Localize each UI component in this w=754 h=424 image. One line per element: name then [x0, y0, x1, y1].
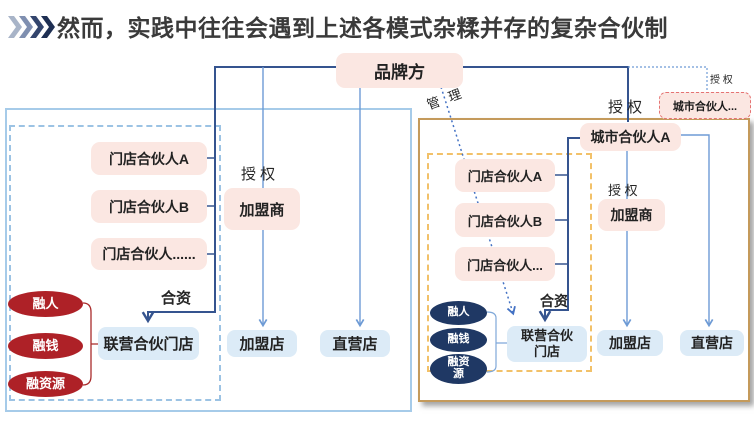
- left-franchise-store-box: 加盟店: [227, 330, 297, 357]
- page-title: 然而，实践中往往会遇到上述各模式杂糅并存的复杂合伙制: [57, 15, 668, 41]
- title-row: 然而，实践中往往会遇到上述各模式杂糅并存的复杂合伙制: [0, 8, 754, 44]
- right-store-partner-b-box: 门店合伙人B: [455, 203, 555, 237]
- authorize-top-right-label: 授 权: [608, 99, 643, 116]
- left-fusion-people-ellipse: 融人: [8, 291, 83, 317]
- right-franchisor-box: 加盟商: [598, 199, 665, 231]
- dark-connectors: [141, 66, 629, 324]
- right-joint-store-box: 联营合伙门店: [507, 326, 587, 362]
- stub-connectors: [207, 157, 567, 265]
- right-direct-store-box: 直营店: [680, 330, 744, 356]
- right-franchise-store-box: 加盟店: [597, 330, 663, 356]
- left-franchisor-box: 加盟商: [224, 188, 300, 230]
- authorize-right-label: 授 权: [608, 183, 638, 198]
- left-fusion-bracket: [82, 302, 98, 386]
- authorize-left-label: 授 权: [241, 166, 276, 183]
- left-fusion-money-ellipse: 融钱: [8, 333, 83, 359]
- right-fusion-resources-ellipse: 融资源: [430, 354, 487, 384]
- left-store-partner-etc-box: 门店合伙人......: [91, 238, 207, 270]
- left-store-partner-frame: [9, 125, 221, 401]
- left-joint-store-box: 联营合伙门店: [98, 327, 199, 360]
- right-store-partner-a-box: 门店合伙人A: [455, 159, 555, 192]
- authorize-city-more-label: 授 权: [710, 75, 733, 86]
- light-connectors: [258, 67, 714, 328]
- right-store-partner-etc-box: 门店合伙人...: [455, 247, 555, 281]
- joint-venture-left-label: 合资: [161, 290, 192, 307]
- left-direct-store-box: 直营店: [320, 330, 390, 357]
- right-fusion-people-ellipse: 融人: [430, 301, 487, 325]
- city-partner-more-box: 城市合伙人...: [659, 92, 751, 119]
- right-city-partner-box: 城市合伙人A: [580, 123, 681, 151]
- right-fusion-bracket: [486, 311, 507, 373]
- brand-box: 品牌方: [336, 53, 463, 88]
- right-store-partner-frame: [427, 153, 592, 372]
- right-fusion-money-ellipse: 融钱: [430, 328, 487, 352]
- joint-venture-right-label: 合资: [540, 293, 568, 309]
- left-store-partner-b-box: 门店合伙人B: [91, 190, 207, 223]
- left-store-partner-a-box: 门店合伙人A: [91, 142, 207, 175]
- chevrons-icon: [8, 16, 55, 38]
- left-fusion-resources-ellipse: 融资源: [8, 371, 83, 397]
